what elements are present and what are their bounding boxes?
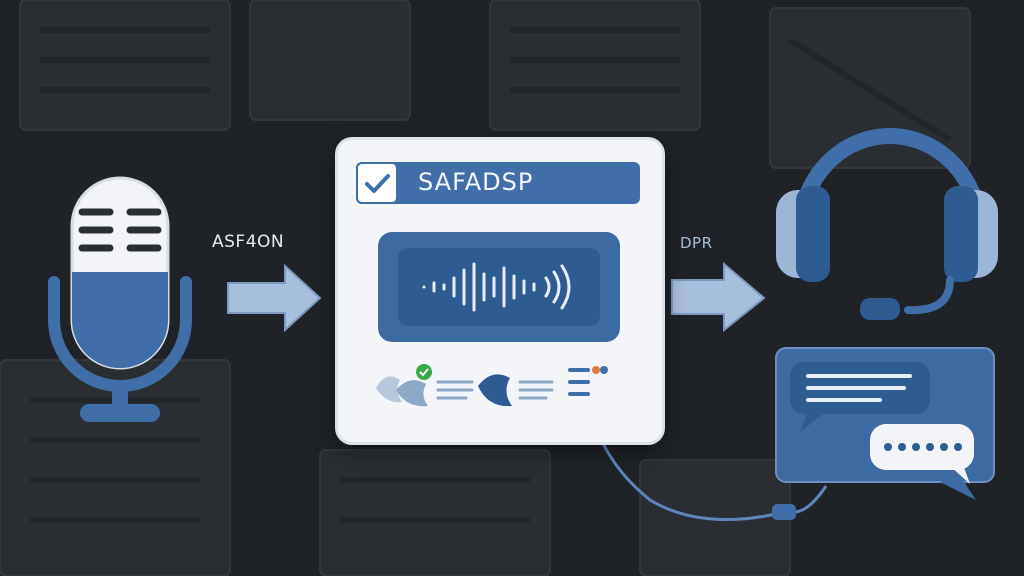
chat-bubble-icon xyxy=(775,347,995,500)
check-mark-icon xyxy=(365,174,390,193)
microphone-icon xyxy=(48,176,192,422)
bird-icon xyxy=(478,374,512,407)
input-arrow-label: ASF4ON xyxy=(212,232,285,252)
processor-title: SAFADSP xyxy=(418,168,534,196)
checkbox-icon[interactable] xyxy=(356,162,398,204)
bird-icon xyxy=(376,376,428,407)
output-arrow-label: DPR xyxy=(680,234,713,252)
waveform-icon xyxy=(422,262,571,312)
waveform-inner xyxy=(398,248,600,326)
headset-icon xyxy=(776,128,998,320)
input-arrow-icon xyxy=(227,263,322,333)
output-arrow-icon xyxy=(671,261,766,333)
check-circle-icon xyxy=(416,364,432,380)
typing-bubble-icon xyxy=(870,424,974,484)
panel-status-row xyxy=(376,364,608,407)
processor-header xyxy=(356,162,640,204)
